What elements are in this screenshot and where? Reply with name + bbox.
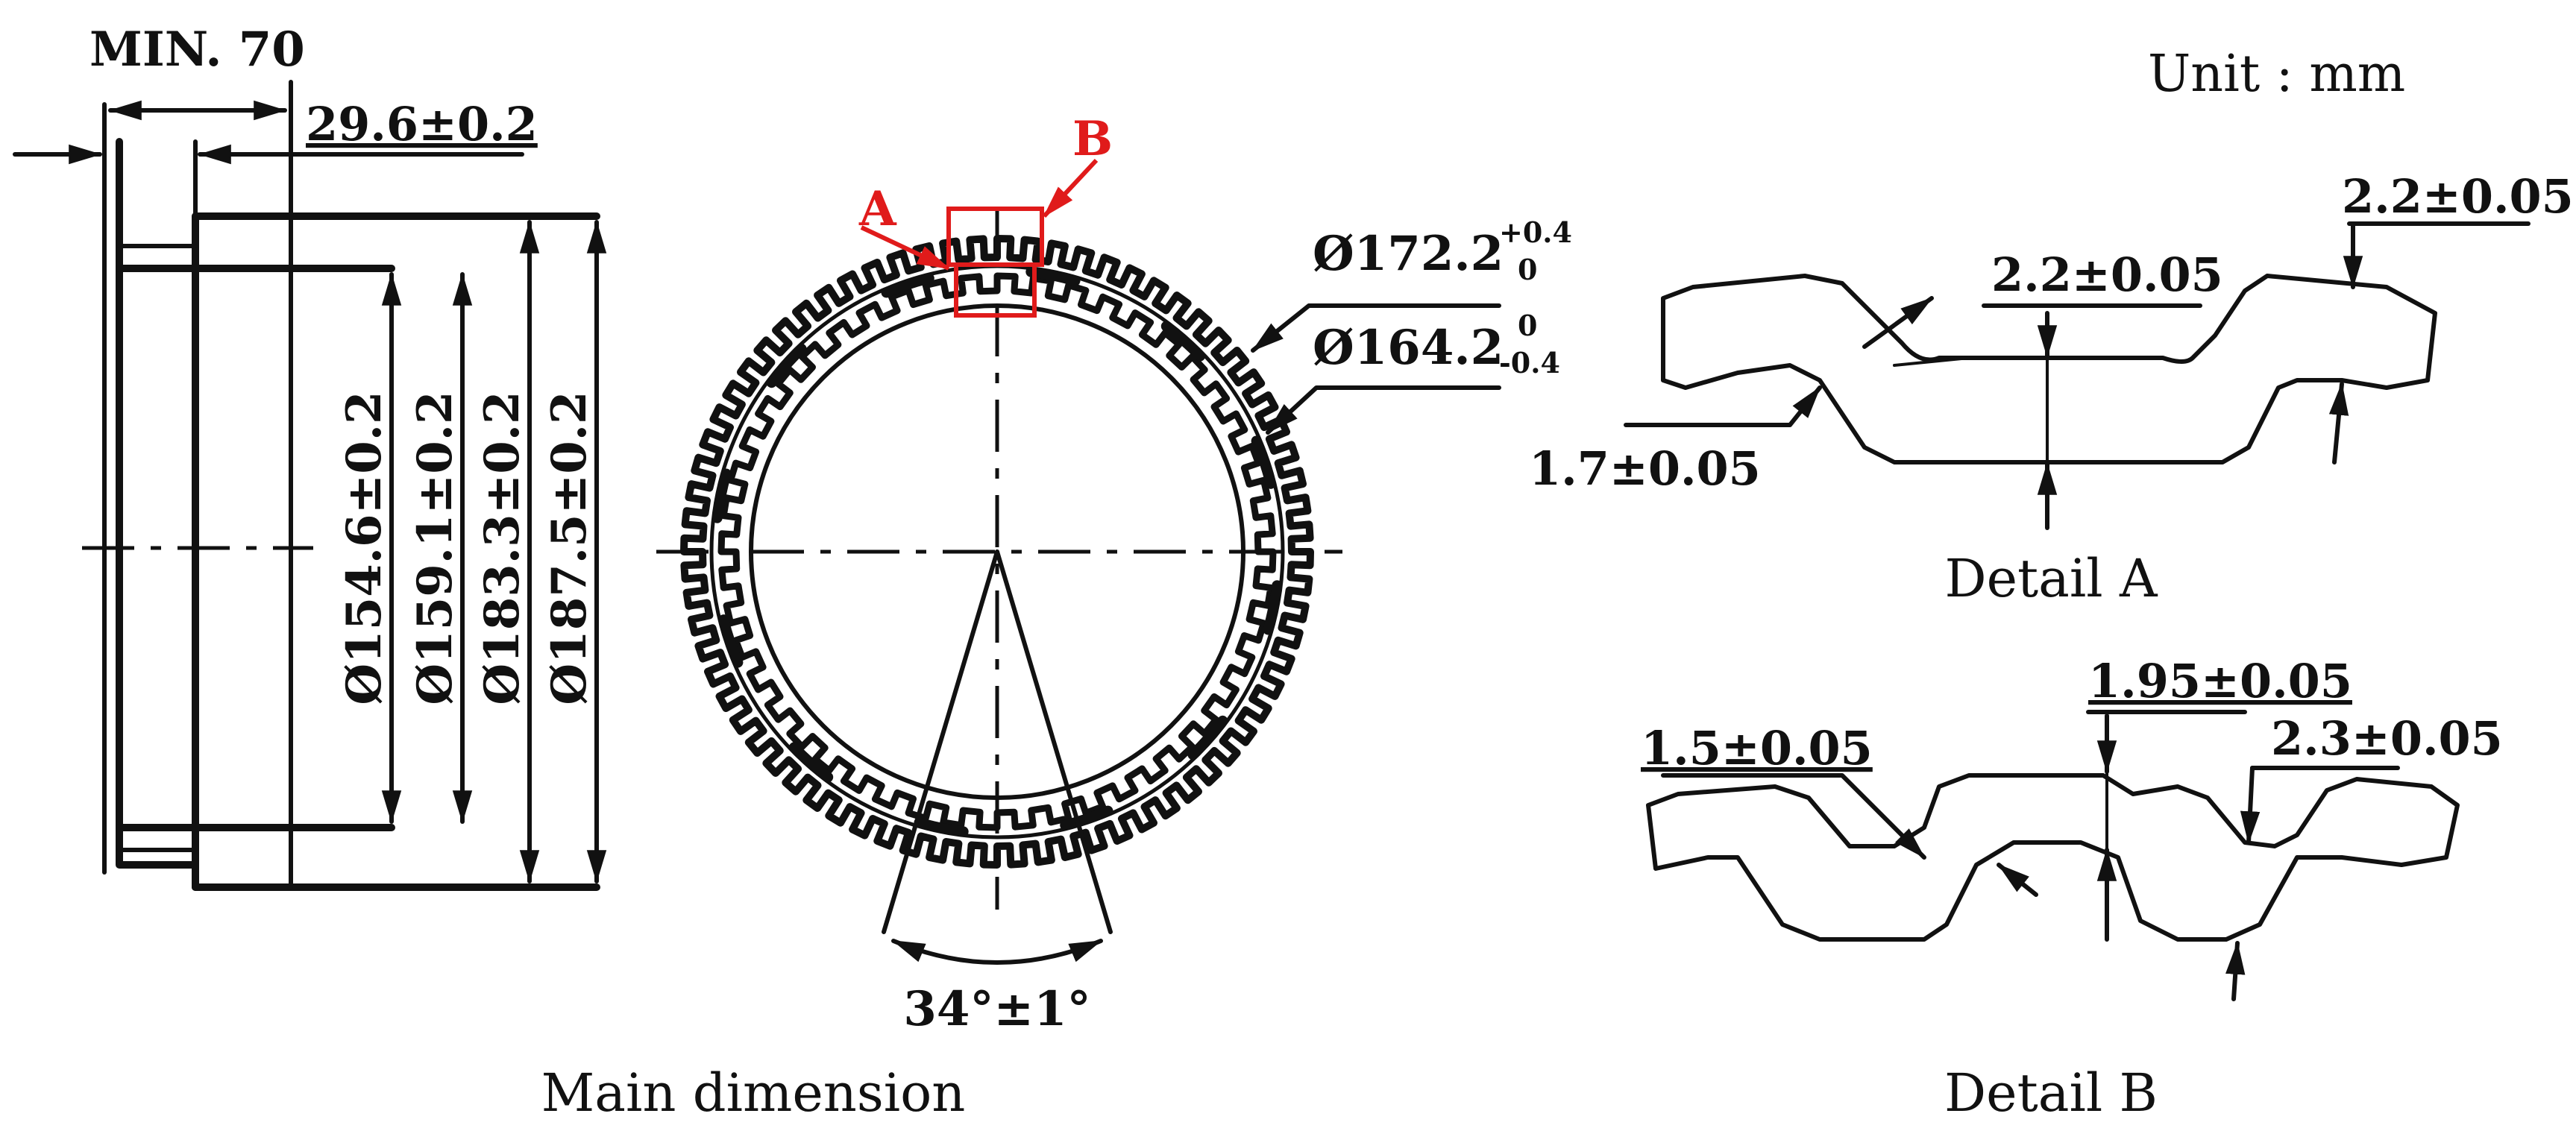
detail-b-drawing xyxy=(1646,710,2460,1001)
outer-tolerance-lower: 0 xyxy=(1518,253,1537,286)
outer-tolerance-upper: +0.4 xyxy=(1499,215,1572,249)
ring-slot xyxy=(718,614,744,668)
detail-a-box xyxy=(954,262,1037,318)
inner-diameter-label: Ø164.2 xyxy=(1313,320,1504,376)
ring-slot xyxy=(1060,805,1113,831)
diameter-label-3: Ø183.3±0.2 xyxy=(474,391,530,705)
detail-b-left-dim: 1.5±0.05 xyxy=(1641,721,1873,775)
side-view xyxy=(13,80,607,891)
detail-b-center-dim: 1.95±0.05 xyxy=(2088,654,2352,708)
main-dimension-caption: Main dimension xyxy=(541,1062,966,1124)
detail-a-drawing xyxy=(1624,221,2531,530)
detail-b-right-dim: 2.3±0.05 xyxy=(2271,711,2503,766)
detail-b-caption: Detail B xyxy=(1944,1062,2158,1124)
front-view xyxy=(656,158,1501,965)
ring-slot xyxy=(766,343,807,388)
ring-slot xyxy=(788,742,834,783)
detail-a-caption: Detail A xyxy=(1945,548,2158,609)
detail-a-right-dim: 2.2±0.05 xyxy=(2342,169,2574,224)
inner-tolerance-upper: 0 xyxy=(1518,309,1537,342)
ring-slot xyxy=(711,468,732,523)
inner-tolerance-lower: -0.4 xyxy=(1499,346,1560,379)
diameter-label-4: Ø187.5±0.2 xyxy=(541,391,597,705)
ring-slot xyxy=(1160,321,1206,362)
detail-a-left-dim: 1.7±0.05 xyxy=(1529,441,1761,496)
ring-slot xyxy=(1263,580,1283,635)
detail-b-marker: B xyxy=(1072,111,1113,167)
min-width-label: MIN. 70 xyxy=(89,22,305,78)
ring-slot xyxy=(1187,715,1228,760)
inner-toothed-ring xyxy=(717,272,1277,831)
outer-diameter-label: Ø172.2 xyxy=(1313,226,1504,282)
ring-slot xyxy=(1025,266,1081,286)
ring-slot xyxy=(914,817,969,837)
angle-label: 34°±1° xyxy=(903,981,1090,1037)
diameter-label-1: Ø154.6±0.2 xyxy=(336,391,392,705)
ring-slot xyxy=(1251,435,1276,489)
ring-slot xyxy=(881,273,934,298)
detail-a-center-dim: 2.2±0.05 xyxy=(1991,248,2223,302)
detail-a-marker: A xyxy=(858,181,897,237)
offset-label: 29.6±0.2 xyxy=(306,97,538,151)
unit-label: Unit : mm xyxy=(2148,45,2405,104)
diameter-label-2: Ø159.1±0.2 xyxy=(407,391,463,705)
